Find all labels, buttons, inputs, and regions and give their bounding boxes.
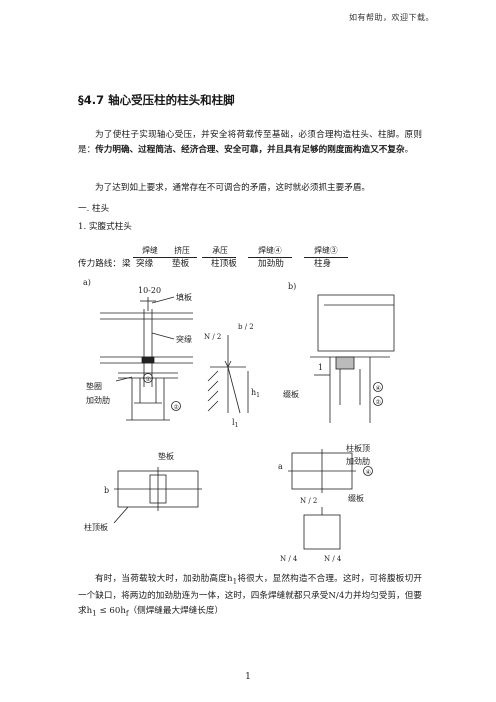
elevation-b: 1 缀板 ④ ② bbox=[283, 294, 395, 423]
figure-label-b: b) bbox=[288, 282, 296, 291]
intro-principle: 传力明确、过程简洁、经济合理、安全可靠，并且具有足够的刚度面构造又不复杂 bbox=[95, 145, 405, 155]
path-node-cap-plate: 柱顶板 bbox=[211, 259, 237, 269]
weld-circle-2-b: ② bbox=[376, 399, 381, 406]
path-arrow-5 bbox=[304, 257, 348, 258]
closing-cond-h: h bbox=[86, 605, 93, 616]
label-n-half: N / 2 bbox=[204, 333, 221, 341]
transfer-path-label: 传力路线： bbox=[78, 259, 121, 269]
weld-circle-1: ① bbox=[146, 376, 151, 383]
path-arrow-1 bbox=[133, 257, 167, 258]
path-node-beam: 梁 bbox=[122, 259, 131, 269]
page-number: 1 bbox=[245, 672, 251, 682]
closing-sub-1: 1 bbox=[232, 576, 238, 586]
heading-column-cap: 一. 柱头 bbox=[78, 204, 110, 214]
label-n-half-b: N / 2 bbox=[300, 497, 317, 505]
weld-circle-2: ② bbox=[174, 404, 179, 411]
label-batten-b: 缀板 bbox=[283, 389, 299, 399]
closing-text-2: 将很大，显然构造不合理。这时，可将腹板切开一个缺口，将两边的加劲肋连为一体，这时… bbox=[78, 574, 422, 616]
closing-cond-sub-f: f bbox=[125, 608, 129, 618]
section-title: §4.7 轴心受压柱的柱头和柱脚 bbox=[78, 93, 235, 107]
label-cap-stiffener-1: 柱板顶 bbox=[346, 443, 370, 453]
label-batten-b2: 缀板 bbox=[348, 493, 364, 503]
figure-label-a: a) bbox=[83, 278, 91, 287]
stiffener-detail: N / 2 b / 2 h1 l1 bbox=[204, 323, 260, 429]
label-cap-stiffener-2: 加劲肋 bbox=[346, 456, 370, 466]
path-arrow-4 bbox=[248, 257, 292, 258]
path-node-pad: 垫板 bbox=[172, 259, 190, 269]
column-cap-figure: a) b) 10-20 填板 突缘 ① ② 垫圈 加劲肋 N / 2 bbox=[83, 278, 395, 563]
label-section-1: 1 bbox=[318, 363, 323, 372]
plan-a: 垫板 b 柱顶板 bbox=[84, 451, 202, 532]
elevation-a: 10-20 填板 突缘 ① ② 垫圈 加劲肋 bbox=[86, 286, 193, 421]
path-arrow-2 bbox=[167, 257, 197, 258]
label-flange: 突缘 bbox=[176, 334, 192, 344]
intro-paragraph-2: 为了达到如上要求，通常存在不可调合的矛盾，这时就必须抓主要矛盾。 bbox=[95, 183, 371, 193]
closing-cond-note: （侧焊缝最大焊缝长度） bbox=[128, 605, 224, 616]
label-n-quarter-left: N / 4 bbox=[280, 555, 298, 563]
label-cap-plate: 柱顶板 bbox=[84, 522, 108, 532]
label-filler-plate: 填板 bbox=[176, 292, 192, 302]
path-node-stiffener: 加劲肋 bbox=[258, 259, 284, 269]
path-link-squeeze: 挤压 bbox=[174, 246, 190, 255]
intro-tail: 。 bbox=[404, 145, 414, 155]
label-n-quarter-right: N / 4 bbox=[324, 555, 342, 563]
gap-dimension: 10-20 bbox=[138, 286, 161, 295]
path-link-weld-4: 焊缝④ bbox=[258, 246, 282, 255]
closing-cond-sub-1: 1 bbox=[92, 608, 97, 618]
intro-paragraph: 为了使柱子实现轴心受压，并安全将荷载传至基础，必须合理构造柱头、柱脚。原则是：传… bbox=[78, 128, 422, 158]
closing-cond-mid: ≤ 60h bbox=[96, 605, 126, 616]
heading-solid-web-cap: 1. 实腹式柱头 bbox=[78, 222, 132, 232]
dim-b: b bbox=[104, 486, 109, 495]
transfer-path: 传力路线： 梁 焊缝 突缘 挤压 垫板 承压 柱顶板 焊缝④ 加劲肋 焊缝③ 柱… bbox=[78, 246, 438, 273]
path-node-flange: 突缘 bbox=[136, 259, 154, 269]
path-link-bearing: 承压 bbox=[212, 246, 228, 255]
path-node-column: 柱身 bbox=[314, 259, 332, 269]
path-link-weld: 焊缝 bbox=[142, 246, 158, 255]
dim-a: a bbox=[278, 462, 283, 471]
label-pad-plate: 垫板 bbox=[158, 451, 174, 461]
dim-h1: h1 bbox=[251, 388, 260, 399]
label-washer: 垫圈 bbox=[86, 381, 102, 391]
path-link-weld-3: 焊缝③ bbox=[314, 246, 338, 255]
dim-l1: l1 bbox=[232, 418, 238, 429]
label-b-half: b / 2 bbox=[238, 323, 254, 331]
weld-circle-4: ④ bbox=[376, 385, 381, 392]
path-arrow-3 bbox=[202, 257, 236, 258]
plan-b: 柱板顶 加劲肋 a ④ N / 2 缀板 N / 4 N / 4 bbox=[278, 443, 373, 563]
closing-paragraph: 有时，当荷载较大时，加劲肋高度h1将很大，显然构造不合理。这时，可将腹板切开一个… bbox=[78, 572, 422, 620]
closing-text-1: 有时，当荷载较大时，加劲肋高度h bbox=[95, 574, 233, 584]
weld-circle-4-b: ④ bbox=[366, 469, 371, 476]
intro-lead: 为了使柱子实现轴心受压，并安全将荷载传至基础，必须合理构造柱头、柱脚。原则是： bbox=[78, 130, 422, 155]
header-note: 如有帮助，欢迎下载。 bbox=[349, 13, 434, 22]
label-stiffener-a: 加劲肋 bbox=[86, 395, 110, 405]
